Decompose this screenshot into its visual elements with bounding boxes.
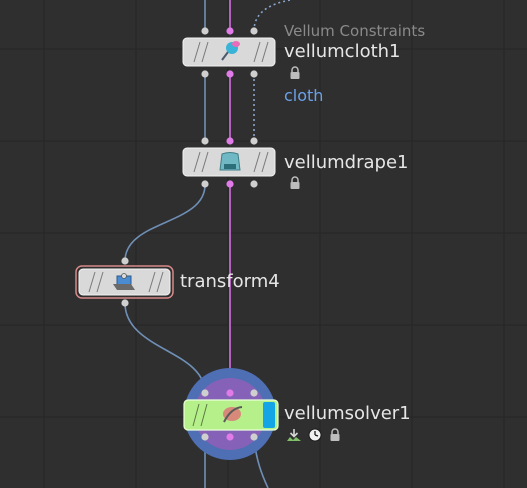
node-comment: Vellum Constraints (284, 22, 426, 40)
display-flag[interactable] (263, 402, 275, 428)
lock-icon[interactable] (328, 428, 342, 442)
node-name-vellumsolver1[interactable]: vellumsolver1 (284, 403, 411, 424)
node-group-label: cloth (284, 86, 324, 105)
selection-outline (75, 265, 174, 299)
pin-icon (221, 41, 240, 61)
input-connectors[interactable] (201, 389, 258, 397)
node-name-transform4[interactable]: transform4 (180, 271, 280, 292)
drape-icon (219, 152, 241, 171)
input-connectors[interactable] (121, 257, 129, 265)
node-name-vellumdrape1[interactable]: vellumdrape1 (284, 152, 409, 173)
output-connectors[interactable] (121, 299, 129, 307)
output-connectors[interactable] (201, 70, 258, 78)
node-name-vellumcloth1[interactable]: vellumcloth1 (284, 41, 401, 62)
wire-drape-transform[interactable] (124, 184, 206, 262)
lock-icon[interactable] (288, 66, 302, 80)
node-vellumcloth1[interactable] (178, 24, 288, 84)
clock-icon[interactable] (308, 428, 322, 442)
download-icon[interactable] (286, 428, 302, 442)
node-vellumsolver1[interactable] (165, 366, 295, 466)
lock-icon[interactable] (288, 176, 302, 190)
output-connectors[interactable] (201, 433, 258, 441)
input-connectors[interactable] (201, 27, 258, 35)
solver-icon (223, 406, 243, 423)
output-connectors[interactable] (201, 180, 258, 188)
node-vellumdrape1[interactable] (178, 134, 288, 194)
input-connectors[interactable] (201, 137, 258, 145)
node-transform4[interactable] (73, 254, 183, 314)
transform-icon (113, 273, 135, 290)
